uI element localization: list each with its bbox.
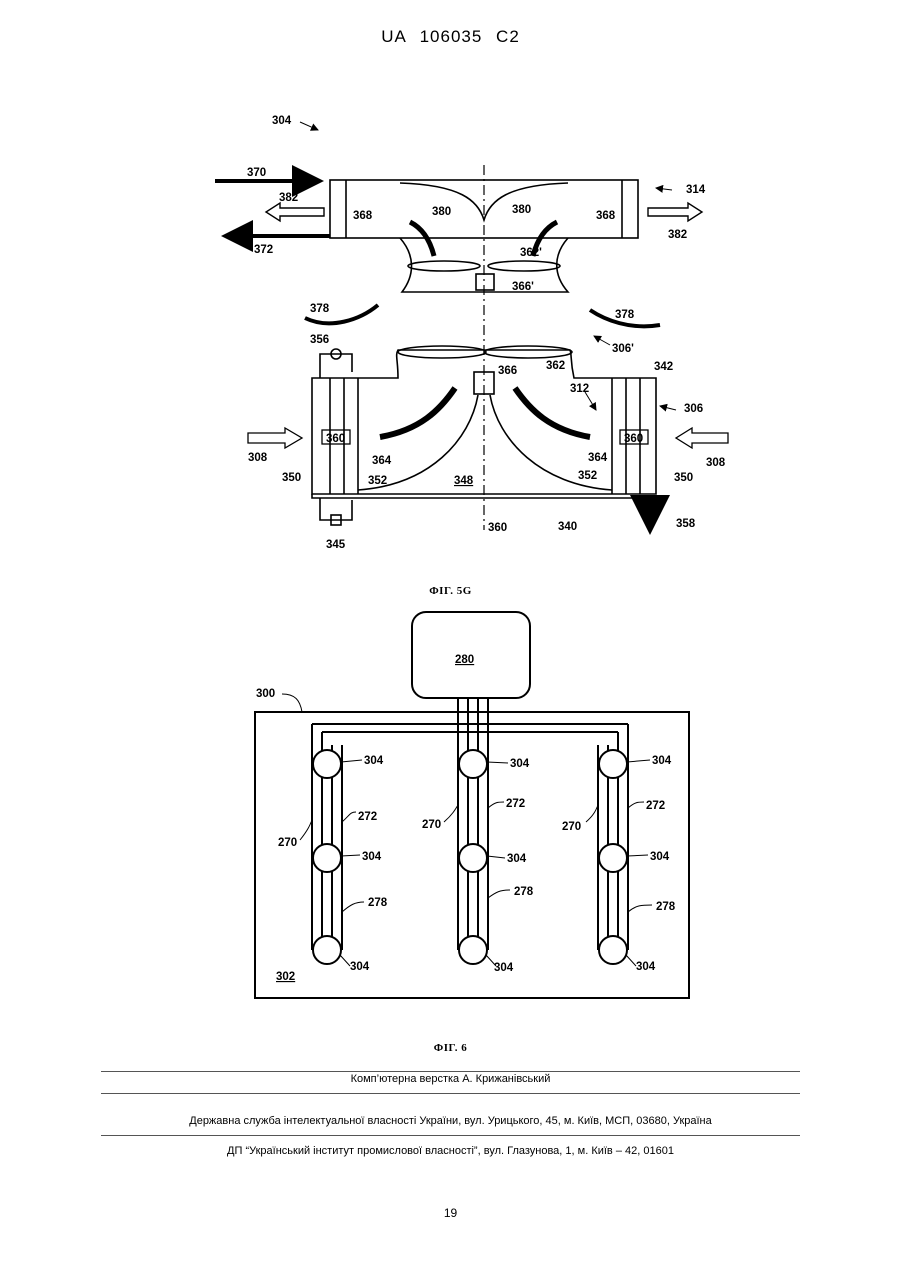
label-272-a: 272 (358, 811, 377, 823)
divider-3 (101, 1135, 800, 1136)
label-304-i: 304 (636, 961, 656, 973)
agency-address: Державна служба інтелектуальної власност… (0, 1115, 901, 1127)
label-304-a: 304 (364, 755, 384, 767)
divider-2 (101, 1093, 800, 1094)
figure-6-caption: ФІГ. 6 (0, 1042, 901, 1054)
label-270-b: 270 (422, 819, 441, 831)
label-280: 280 (455, 654, 474, 666)
label-304-c: 304 (350, 961, 370, 973)
label-304-e: 304 (507, 853, 527, 865)
divider-1 (101, 1071, 800, 1072)
label-270-c: 270 (562, 821, 581, 833)
label-270-a: 270 (278, 837, 297, 849)
layout-credit: Комп’ютерна верстка А. Крижанівський (0, 1073, 901, 1085)
label-272-c: 272 (646, 800, 665, 812)
label-302: 302 (276, 971, 295, 983)
label-278-b: 278 (514, 886, 534, 898)
label-304-g: 304 (652, 755, 672, 767)
page-number: 19 (0, 1206, 901, 1220)
label-272-b: 272 (506, 798, 525, 810)
institute-address: ДП “Український інститут промислової вла… (0, 1145, 901, 1157)
label-278-c: 278 (656, 901, 676, 913)
label-278-a: 278 (368, 897, 388, 909)
label-304-f: 304 (494, 962, 514, 974)
label-300: 300 (256, 688, 275, 700)
label-304-h: 304 (650, 851, 670, 863)
label-304-b: 304 (362, 851, 382, 863)
label-304-d: 304 (510, 758, 530, 770)
figure-6-drawing: 280 300 302 304 304 304 304 304 304 304 … (0, 0, 901, 1040)
